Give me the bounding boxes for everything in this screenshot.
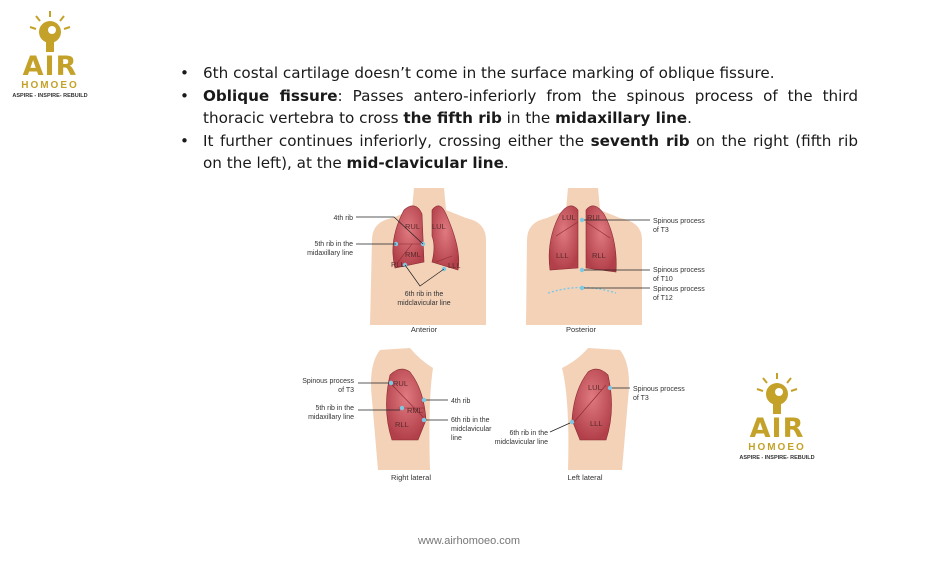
lobe-label: RUL bbox=[587, 213, 602, 222]
bold-term: midaxillary line bbox=[555, 109, 688, 127]
lobe-label: RLL bbox=[391, 260, 405, 269]
logo-top-left: AIR HOMOEO ASPIRE - INSPIRE- REBUILD bbox=[5, 10, 95, 100]
logo-subtext: HOMOEO bbox=[21, 80, 79, 91]
label-t3: Spinous process bbox=[633, 386, 685, 393]
lightbulb-icon bbox=[29, 11, 71, 52]
bullet-list: •6th costal cartilage doesn’t come in th… bbox=[180, 62, 858, 175]
bullet-item: •Oblique fissure: Passes antero-inferior… bbox=[180, 86, 858, 128]
right-lung bbox=[585, 205, 617, 273]
label-t12: of T12 bbox=[653, 295, 673, 302]
label-t3: Spinous process bbox=[653, 218, 705, 225]
left-lung bbox=[548, 205, 579, 271]
bullet-text: 6th costal cartilage doesn’t come in the… bbox=[203, 64, 775, 82]
label-4th-rib: 4th rib bbox=[334, 215, 354, 222]
bold-term: seventh rib bbox=[590, 131, 690, 150]
logo-bottom-right: AIR HOMOEO ASPIRE - INSPIRE- REBUILD bbox=[732, 372, 822, 462]
label-5th-rib: midaxillary line bbox=[307, 250, 353, 257]
posterior-view: LUL RUL LLL RLL Spinous process of T3 Sp… bbox=[526, 188, 705, 334]
label-6th-rib: 6th rib in the bbox=[405, 291, 444, 298]
logo-subtext: HOMOEO bbox=[748, 442, 806, 453]
right-lung bbox=[386, 368, 427, 441]
lobe-label: LLL bbox=[556, 251, 569, 260]
bold-term: Oblique fissure bbox=[203, 86, 338, 105]
bullet-text: in the bbox=[501, 109, 556, 127]
lobe-label: RLL bbox=[592, 251, 606, 260]
left-lateral-view: LUL LLL Spinous process of T3 6th rib in… bbox=[495, 348, 685, 482]
label-6th-rib: line bbox=[451, 435, 462, 442]
bullet-text: . bbox=[503, 154, 509, 172]
lobe-label: RUL bbox=[405, 222, 420, 231]
label-t3: Spinous process bbox=[302, 378, 354, 385]
torso bbox=[526, 188, 642, 325]
bullet-text: . bbox=[687, 109, 692, 127]
logo-text: AIR bbox=[22, 51, 78, 82]
anterior-view: RUL LUL RML RLL LLL 4th rib 5th rib in t… bbox=[307, 188, 486, 334]
lobe-label: LLL bbox=[448, 261, 461, 270]
logo-tagline: ASPIRE - INSPIRE- REBUILD bbox=[739, 455, 815, 461]
lobe-label: RLL bbox=[395, 420, 409, 429]
bold-term: the fifth rib bbox=[403, 109, 502, 127]
label-5th-rib: midaxillary line bbox=[308, 414, 354, 421]
label-5th-rib: 5th rib in the bbox=[315, 405, 354, 412]
label-t10: of T10 bbox=[653, 276, 673, 283]
caption-posterior: Posterior bbox=[566, 325, 597, 334]
lobe-label: RML bbox=[405, 250, 421, 259]
caption-left-lateral: Left lateral bbox=[567, 473, 602, 482]
logo-text: AIR bbox=[749, 413, 805, 444]
label-6th-rib: 6th rib in the bbox=[509, 430, 548, 437]
lobe-label: LLL bbox=[590, 419, 603, 428]
bullet-item: •It further continues inferiorly, crossi… bbox=[180, 131, 858, 173]
label-4th-rib: 4th rib bbox=[451, 398, 471, 405]
lightbulb-icon bbox=[756, 373, 798, 414]
label-t3: of T3 bbox=[633, 395, 649, 402]
label-5th-rib: 5th rib in the bbox=[314, 241, 353, 248]
label-6th-rib: midclavicular line bbox=[397, 300, 450, 307]
bullet-item: •6th costal cartilage doesn’t come in th… bbox=[180, 64, 775, 82]
bold-term: mid-clavicular line bbox=[346, 154, 504, 172]
bullet-text: : Passes antero-inferiorly from the spin… bbox=[203, 86, 858, 128]
bullet-text: It further continues inferiorly, crossin… bbox=[203, 131, 591, 150]
right-lateral-view: RUL RML RLL Spinous process of T3 5th ri… bbox=[302, 348, 492, 482]
lobe-label: LUL bbox=[432, 222, 446, 231]
label-6th-rib: midclavicular bbox=[451, 426, 492, 433]
bullet-text: on the right (fifth rib on the left), at… bbox=[203, 131, 858, 173]
label-t12: Spinous process bbox=[653, 286, 705, 293]
lobe-label: RML bbox=[407, 406, 423, 415]
label-t3: of T3 bbox=[338, 387, 354, 394]
label-6th-rib: midclavicular line bbox=[495, 439, 548, 446]
footer-website: www.airhomoeo.com bbox=[417, 535, 521, 547]
lobe-label: LUL bbox=[588, 383, 602, 392]
lobe-label: LUL bbox=[562, 213, 576, 222]
label-t3: of T3 bbox=[653, 227, 669, 234]
left-lung bbox=[431, 205, 460, 271]
right-lung bbox=[392, 205, 425, 269]
left-lung bbox=[571, 368, 612, 441]
lobe-label: RUL bbox=[393, 379, 408, 388]
caption-right-lateral: Right lateral bbox=[391, 473, 431, 482]
caption-anterior: Anterior bbox=[411, 325, 438, 334]
label-t10: Spinous process bbox=[653, 267, 705, 274]
logo-tagline: ASPIRE - INSPIRE- REBUILD bbox=[12, 93, 88, 99]
label-6th-rib: 6th rib in the bbox=[451, 417, 490, 424]
